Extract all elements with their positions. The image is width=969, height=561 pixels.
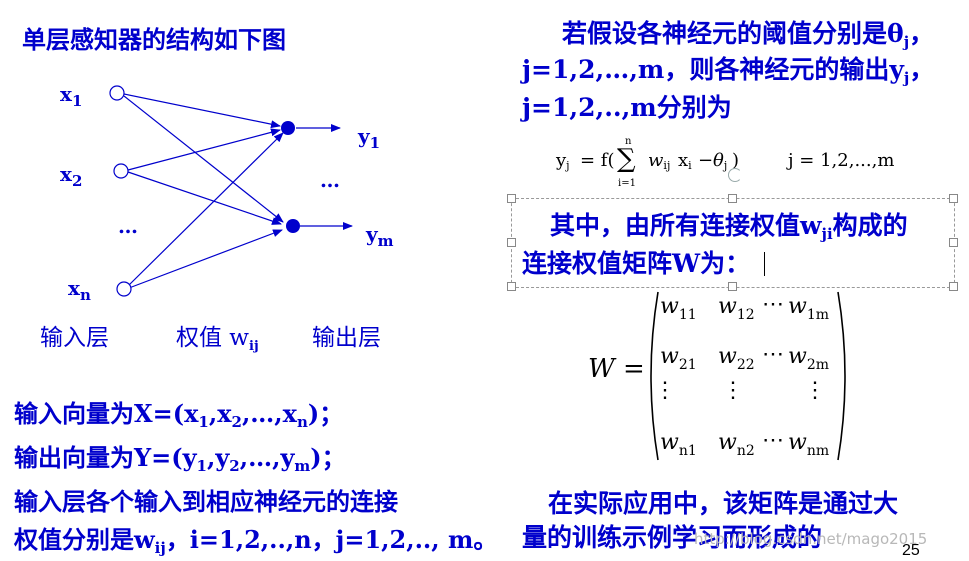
- edge-xn-y1: [127, 132, 284, 287]
- edge-x2-y1: [127, 128, 281, 171]
- input-vector-line: 输入向量为X=(x1,x2,…,xn)；: [14, 399, 344, 431]
- label-y-ellipsis: …: [320, 168, 340, 192]
- edge-x2-ym: [127, 171, 282, 225]
- label-ym: ym: [366, 222, 394, 250]
- cell-wn1: wn1: [660, 430, 697, 459]
- cell-w21: w21: [660, 344, 697, 373]
- weight-label: 权值 wij: [176, 325, 259, 354]
- rown-hdots: ⋯: [762, 428, 784, 453]
- resize-handle-t[interactable]: [728, 194, 737, 203]
- text-cursor: [764, 252, 766, 276]
- label-x-ellipsis: …: [118, 214, 138, 238]
- cell-w22: w22: [718, 344, 755, 373]
- row2-hdots: ⋯: [762, 342, 784, 367]
- input-layer-label: 输入层: [40, 325, 109, 351]
- output-formula: yj = f( n ∑ i=1 wij xi − θj ) j = 1,2,..…: [556, 136, 895, 189]
- watermark: http://blog.csdn.net/mago2015: [694, 530, 928, 548]
- label-x1: x1: [60, 82, 83, 110]
- output-vector-line: 输出向量为Y=(y1,y2,…,ym)；: [14, 443, 346, 475]
- col3-vdots: ⋮: [804, 378, 826, 403]
- label-x2: x2: [60, 162, 83, 190]
- intro-line1: 若假设各神经元的阈值分别是θj，: [562, 19, 935, 51]
- weights-para-line1: 输入层各个输入到相应神经元的连接: [14, 487, 398, 516]
- cell-wn2: wn2: [718, 430, 755, 459]
- input-node-xn: [116, 281, 132, 297]
- outro-line2: 量的训练示例学习而形成的: [522, 523, 823, 552]
- edge-xn-ym: [128, 229, 283, 289]
- intro-line3: j=1,2,..,m分别为: [522, 93, 732, 122]
- resize-handle-tr[interactable]: [949, 194, 958, 203]
- resize-handle-l[interactable]: [507, 238, 516, 247]
- resize-handle-r[interactable]: [949, 238, 958, 247]
- cell-w1m: w1m: [788, 294, 830, 323]
- resize-handle-br[interactable]: [949, 282, 958, 291]
- box-line2[interactable]: 连接权值矩阵W为：: [522, 244, 766, 280]
- perceptron-diagram: [109, 85, 353, 297]
- output-layer-label: 输出层: [312, 325, 381, 351]
- box-line1[interactable]: 其中，由所有连接权值wji构成的: [550, 211, 908, 243]
- label-y1: y1: [358, 124, 381, 152]
- row1-hdots: ⋯: [762, 292, 784, 317]
- cell-w2m: w2m: [788, 344, 830, 373]
- matrix-lhs: W =: [588, 354, 645, 384]
- input-node-x2: [113, 163, 129, 179]
- weights-para-line2: 权值分别是wij，i=1,2,..,n，j=1,2,.., m。: [14, 525, 498, 557]
- cell-w11: w11: [660, 294, 697, 323]
- label-xn: xn: [68, 276, 91, 304]
- matrix-brackets: [650, 291, 846, 461]
- edge-x1-y1: [123, 93, 281, 129]
- col2-vdots: ⋮: [722, 378, 744, 403]
- output-node-ym: [286, 219, 300, 233]
- resize-handle-bl[interactable]: [507, 282, 516, 291]
- resize-handle-b[interactable]: [728, 282, 737, 291]
- rotate-handle-icon[interactable]: [728, 168, 742, 182]
- output-node-y1: [281, 121, 295, 135]
- left-title: 单层感知器的结构如下图: [22, 25, 286, 54]
- cell-wnm: wnm: [788, 430, 830, 459]
- outro-line1: 在实际应用中，该矩阵是通过大: [548, 489, 899, 518]
- edge-x1-ym: [123, 95, 284, 223]
- resize-handle-tl[interactable]: [507, 194, 516, 203]
- cell-w12: w12: [718, 294, 755, 323]
- col1-vdots: ⋮: [654, 378, 676, 403]
- weight-matrix: w11 w12 ⋯ w1m w21 w22 ⋯ w2m ⋮ ⋮ ⋮ wn1 wn…: [654, 292, 850, 462]
- input-node-x1: [109, 85, 125, 101]
- intro-line2: j=1,2,…,m，则各神经元的输出yj，: [522, 55, 935, 87]
- page-number: 25: [902, 542, 920, 559]
